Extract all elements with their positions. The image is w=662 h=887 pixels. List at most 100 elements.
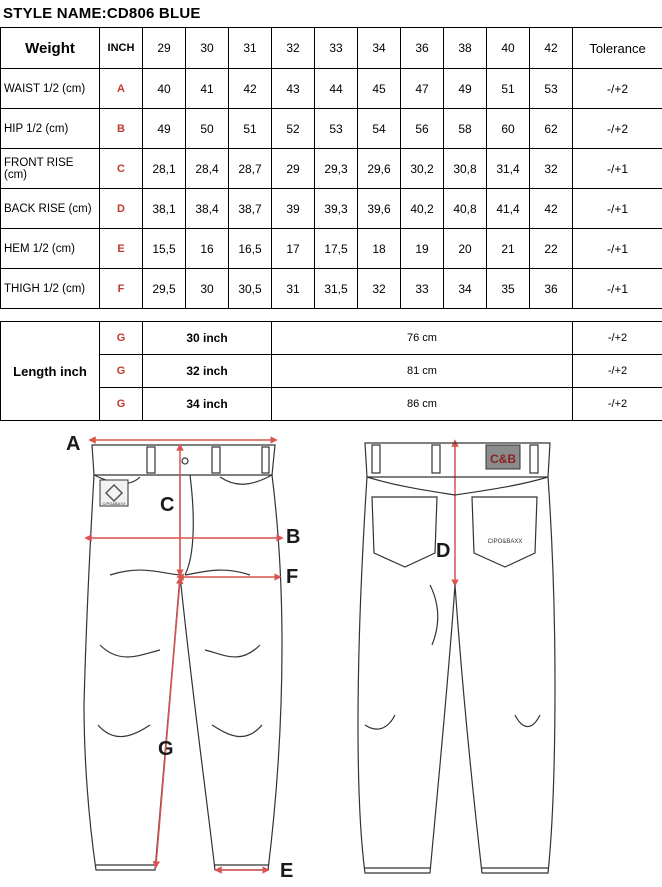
- label-f: F: [286, 566, 298, 588]
- size-value: 20: [443, 228, 487, 269]
- size-value: 49: [443, 68, 487, 109]
- label-b: B: [286, 526, 300, 548]
- header-inch: INCH: [99, 27, 143, 69]
- size-value: 16: [185, 228, 229, 269]
- length-cm: 76 cm: [271, 321, 573, 355]
- label-a: A: [66, 433, 80, 455]
- size-table: Weight INCH 29 30 31 32 33 34 36 38 40 4…: [0, 27, 662, 309]
- size-value: 41: [185, 68, 229, 109]
- header-size: 29: [142, 27, 186, 69]
- header-size: 42: [529, 27, 573, 69]
- row-tolerance: -/+2: [572, 68, 662, 109]
- row-tolerance: -/+1: [572, 268, 662, 309]
- header-size: 32: [271, 27, 315, 69]
- size-value: 30,5: [228, 268, 272, 309]
- row-tolerance: -/+1: [572, 228, 662, 269]
- back-patch-text: C&B: [490, 452, 516, 466]
- row-code: C: [99, 148, 143, 189]
- size-value: 28,7: [228, 148, 272, 189]
- header-size: 38: [443, 27, 487, 69]
- size-value: 29,6: [357, 148, 401, 189]
- header-tolerance: Tolerance: [572, 27, 662, 69]
- length-inch: 32 inch: [142, 354, 272, 388]
- row-tolerance: -/+1: [572, 188, 662, 229]
- size-value: 32: [357, 268, 401, 309]
- length-cm: 81 cm: [271, 354, 573, 388]
- header-size: 36: [400, 27, 444, 69]
- size-value: 21: [486, 228, 530, 269]
- size-value: 42: [529, 188, 573, 229]
- size-value: 51: [228, 108, 272, 149]
- size-value: 28,1: [142, 148, 186, 189]
- size-value: 31,4: [486, 148, 530, 189]
- length-tolerance: -/+2: [572, 387, 662, 421]
- measurement-lines: [84, 436, 459, 874]
- length-table: Length inch G 30 inch 76 cm -/+2 G 32 in…: [0, 321, 662, 421]
- size-value: 40,8: [443, 188, 487, 229]
- size-value: 53: [314, 108, 358, 149]
- size-value: 33: [400, 268, 444, 309]
- jeans-measurement-diagram: CIPO&BAXX A B C F G E D C&B CIPO&BAXX: [66, 433, 556, 882]
- front-patch-text: CIPO&BAXX: [102, 501, 125, 506]
- size-value: 31,5: [314, 268, 358, 309]
- size-value: 49: [142, 108, 186, 149]
- size-value: 31: [271, 268, 315, 309]
- size-value: 16,5: [228, 228, 272, 269]
- size-value: 34: [443, 268, 487, 309]
- header-size: 34: [357, 27, 401, 69]
- size-value: 62: [529, 108, 573, 149]
- size-value: 45: [357, 68, 401, 109]
- size-value: 32: [529, 148, 573, 189]
- row-code: D: [99, 188, 143, 229]
- size-value: 29,5: [142, 268, 186, 309]
- length-inch: 34 inch: [142, 387, 272, 421]
- size-value: 40: [142, 68, 186, 109]
- row-label: HEM 1/2 (cm): [0, 228, 100, 269]
- size-value: 40,2: [400, 188, 444, 229]
- length-label: Length inch: [0, 321, 100, 421]
- row-tolerance: -/+1: [572, 148, 662, 189]
- header-size: 40: [486, 27, 530, 69]
- size-value: 39,6: [357, 188, 401, 229]
- header-weight: Weight: [0, 27, 100, 69]
- size-value: 38,4: [185, 188, 229, 229]
- row-code: A: [99, 68, 143, 109]
- row-label: THIGH 1/2 (cm): [0, 268, 100, 309]
- label-c: C: [160, 494, 174, 516]
- size-value: 60: [486, 108, 530, 149]
- size-value: 41,4: [486, 188, 530, 229]
- label-e: E: [280, 860, 293, 882]
- front-patch: CIPO&BAXX: [99, 479, 129, 507]
- back-jeans: [357, 442, 556, 874]
- label-d: D: [436, 540, 450, 562]
- length-inch: 30 inch: [142, 321, 272, 355]
- size-value: 39,3: [314, 188, 358, 229]
- size-value: 58: [443, 108, 487, 149]
- size-value: 30: [185, 268, 229, 309]
- size-value: 44: [314, 68, 358, 109]
- inseam-line: [152, 576, 184, 869]
- size-value: 15,5: [142, 228, 186, 269]
- size-value: 38,7: [228, 188, 272, 229]
- size-value: 18: [357, 228, 401, 269]
- size-value: 53: [529, 68, 573, 109]
- row-tolerance: -/+2: [572, 108, 662, 149]
- size-value: 35: [486, 268, 530, 309]
- row-code: F: [99, 268, 143, 309]
- header-size: 31: [228, 27, 272, 69]
- size-value: 42: [228, 68, 272, 109]
- size-value: 56: [400, 108, 444, 149]
- length-row: Length inch G 30 inch 76 cm -/+2: [0, 321, 662, 421]
- style-name-title: STYLE NAME:CD806 BLUE: [3, 5, 201, 22]
- size-value: 43: [271, 68, 315, 109]
- row-label: FRONT RISE (cm): [0, 148, 100, 189]
- length-code: G: [99, 354, 143, 388]
- size-value: 29: [271, 148, 315, 189]
- size-value: 29,3: [314, 148, 358, 189]
